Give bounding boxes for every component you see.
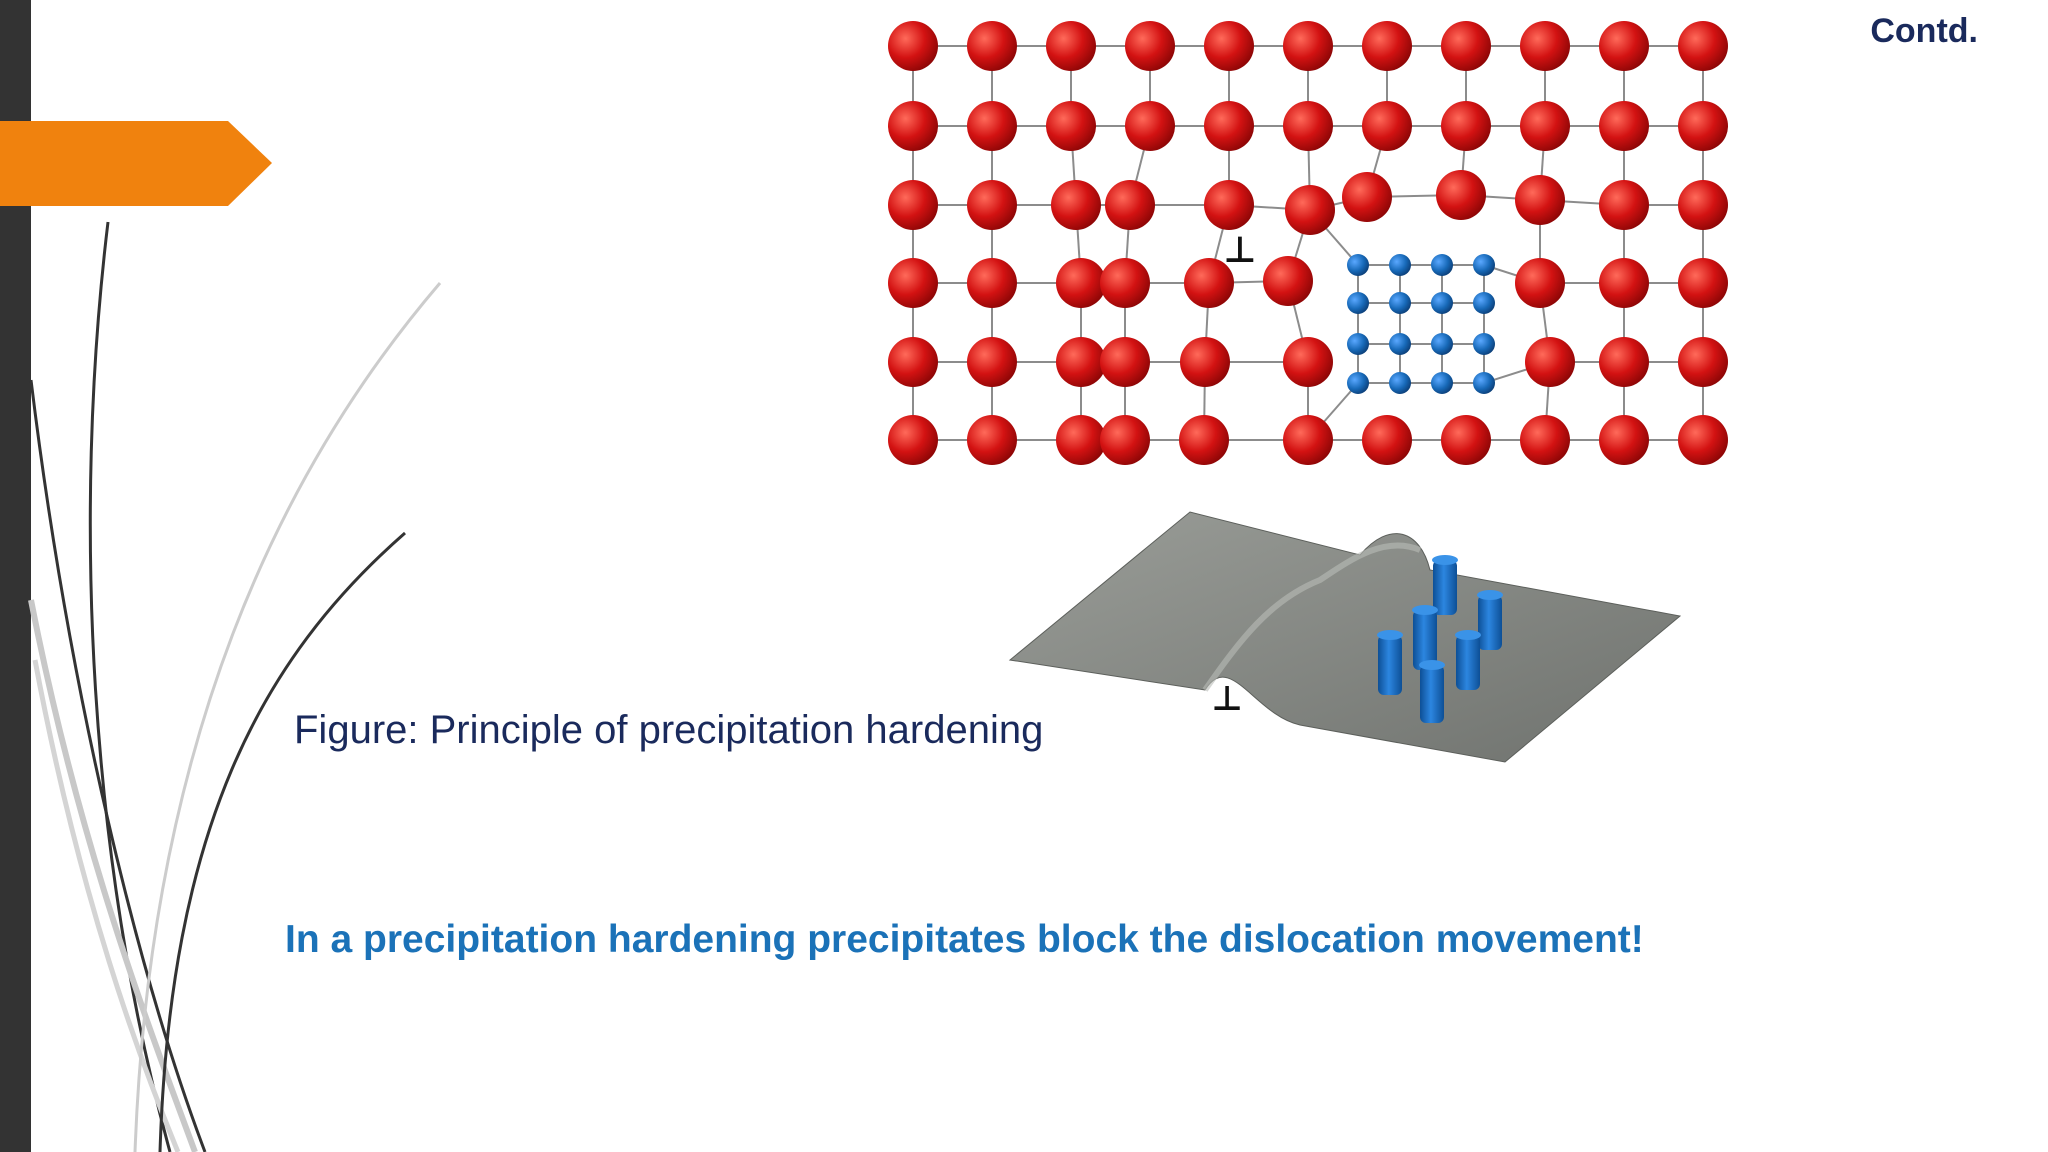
precipitate-pillars: [1377, 555, 1503, 723]
matrix-atom: [1515, 258, 1565, 308]
precipitate-atom: [1431, 372, 1453, 394]
dislocation-ridge: [1202, 542, 1422, 692]
matrix-atom: [1285, 185, 1335, 235]
matrix-atom: [1204, 101, 1254, 151]
matrix-atom: [1678, 337, 1728, 387]
orange-arrow-tab: [0, 121, 272, 206]
precipitate-atom: [1389, 292, 1411, 314]
matrix-atom: [1204, 21, 1254, 71]
matrix-atom: [1599, 180, 1649, 230]
corner-label-contd: Contd.: [1870, 12, 1978, 50]
matrix-atom: [1263, 256, 1313, 306]
matrix-atom: [1180, 337, 1230, 387]
matrix-atom: [1436, 170, 1486, 220]
matrix-atom: [1283, 101, 1333, 151]
precipitate-atom: [1347, 254, 1369, 276]
matrix-atom: [1051, 180, 1101, 230]
precipitate-atom: [1431, 292, 1453, 314]
precipitate-atom: [1473, 333, 1495, 355]
matrix-atom: [1125, 101, 1175, 151]
matrix-atom: [1599, 21, 1649, 71]
matrix-atom: [967, 180, 1017, 230]
glide-plane-sheet: [1008, 511, 1682, 763]
matrix-atom: [1056, 415, 1106, 465]
matrix-atom: [1342, 172, 1392, 222]
decorative-curves: [28, 221, 442, 1152]
figure-caption: Figure: Principle of precipitation harde…: [294, 708, 1044, 752]
matrix-atom: [1100, 258, 1150, 308]
matrix-atom: [888, 180, 938, 230]
matrix-atom: [1184, 258, 1234, 308]
glide-plane-diagram: ⊥: [1008, 511, 1682, 763]
matrix-atom: [1525, 337, 1575, 387]
matrix-atom: [1599, 415, 1649, 465]
matrix-atom: [967, 21, 1017, 71]
matrix-atom: [1441, 21, 1491, 71]
matrix-atom: [1441, 101, 1491, 151]
matrix-atom: [1520, 101, 1570, 151]
matrix-atom: [1100, 415, 1150, 465]
matrix-atom: [967, 337, 1017, 387]
precipitate-atom: [1473, 292, 1495, 314]
matrix-atom: [1599, 101, 1649, 151]
key-statement: In a precipitation hardening precipitate…: [285, 918, 1644, 961]
matrix-atom: [967, 258, 1017, 308]
precipitate-atom: [1347, 333, 1369, 355]
matrix-atom: [1125, 21, 1175, 71]
precipitate-atom: [1473, 254, 1495, 276]
matrix-atom: [1678, 258, 1728, 308]
matrix-atom: [1105, 180, 1155, 230]
matrix-atom: [1056, 337, 1106, 387]
matrix-atom: [1678, 21, 1728, 71]
matrix-atom: [888, 258, 938, 308]
precipitate-atom: [1473, 372, 1495, 394]
matrix-atom: [1362, 101, 1412, 151]
matrix-atom: [1283, 337, 1333, 387]
precipitate-atom: [1431, 254, 1453, 276]
matrix-atom: [1441, 415, 1491, 465]
matrix-atom: [1283, 21, 1333, 71]
matrix-atom: [1362, 415, 1412, 465]
matrix-atom: [1283, 415, 1333, 465]
matrix-atom: [1520, 415, 1570, 465]
matrix-atom: [888, 337, 938, 387]
matrix-atom: [1046, 101, 1096, 151]
matrix-atom: [1515, 175, 1565, 225]
precipitate-atom: [1389, 372, 1411, 394]
precipitate-atom: [1431, 333, 1453, 355]
matrix-atom: [1678, 415, 1728, 465]
matrix-atom: [888, 415, 938, 465]
matrix-atom: [1599, 258, 1649, 308]
matrix-atom: [888, 101, 938, 151]
matrix-atom: [1362, 21, 1412, 71]
lattice-dislocation-symbol: ⊥: [1224, 230, 1257, 271]
precipitate-atom: [1389, 333, 1411, 355]
matrix-atom: [1599, 337, 1649, 387]
precipitate-atom: [1389, 254, 1411, 276]
precipitate-atom: [1347, 292, 1369, 314]
matrix-atom: [967, 101, 1017, 151]
precipitate-atom: [1347, 372, 1369, 394]
matrix-atom: [1056, 258, 1106, 308]
matrix-atom: [1046, 21, 1096, 71]
matrix-atom: [1520, 21, 1570, 71]
matrix-atom: [1100, 337, 1150, 387]
glide-dislocation-symbol: ⊥: [1211, 679, 1242, 719]
matrix-atom: [1179, 415, 1229, 465]
matrix-atom: [1678, 101, 1728, 151]
matrix-atom: [1678, 180, 1728, 230]
crystal-lattice-diagram: ⊥: [888, 21, 1728, 465]
matrix-atom: [1204, 180, 1254, 230]
matrix-atom: [967, 415, 1017, 465]
matrix-atom: [888, 21, 938, 71]
